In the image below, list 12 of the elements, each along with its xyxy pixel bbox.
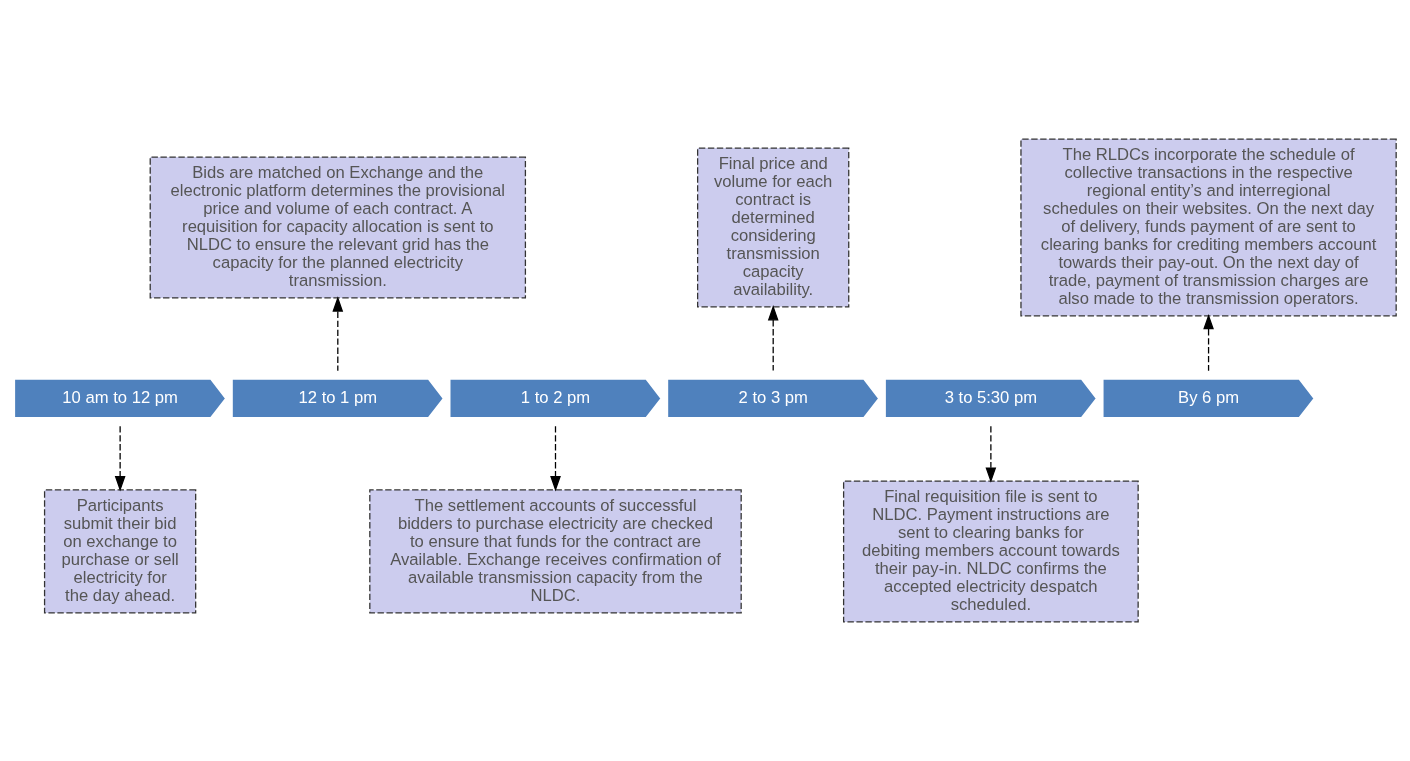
node-box: Bids are matched on Exchange and the electronic platform determines the provisional price and volume of each contract. A requisition for capacity allocation is sent to NLDC to ensure the relevant grid has the capacity for the planned electricity transmission. — [149, 156, 527, 299]
node-box: Final requisition file is sent to NLDC. Payment instructions are sent to clearing banks for debiting members account towards their pay-in. NLDC confirms the accepted electricity despatch scheduled. — [843, 480, 1139, 623]
arrow — [985, 425, 997, 483]
arrow — [114, 425, 126, 492]
arrow — [332, 296, 344, 372]
node-box: The settlement accounts of successful bidders to purchase electricity are checked to ensure that funds for the contract are Available. Exchange receives confirmation of available transmission capacity from the NLDC. — [369, 489, 742, 614]
arrow — [767, 305, 779, 372]
node-box: Final price and volume for each contract is determined considering transmission capacity availability. — [697, 147, 850, 308]
arrow — [1203, 313, 1214, 372]
node-box: Participants submit their bid on exchange to purchase or sell electricity for the day ahead. — [43, 489, 197, 614]
node-box: The RLDCs incorporate the schedule of collective transactions in the respective regional entity’s and interregional schedules on their websites. On the next day of delivery, funds payment of are sent to clearing banks for crediting members account towards their pay-out. On the next day of trade, payment of transmission charges are also made to the transmission operators. — [1020, 138, 1397, 317]
arrow — [550, 425, 561, 492]
